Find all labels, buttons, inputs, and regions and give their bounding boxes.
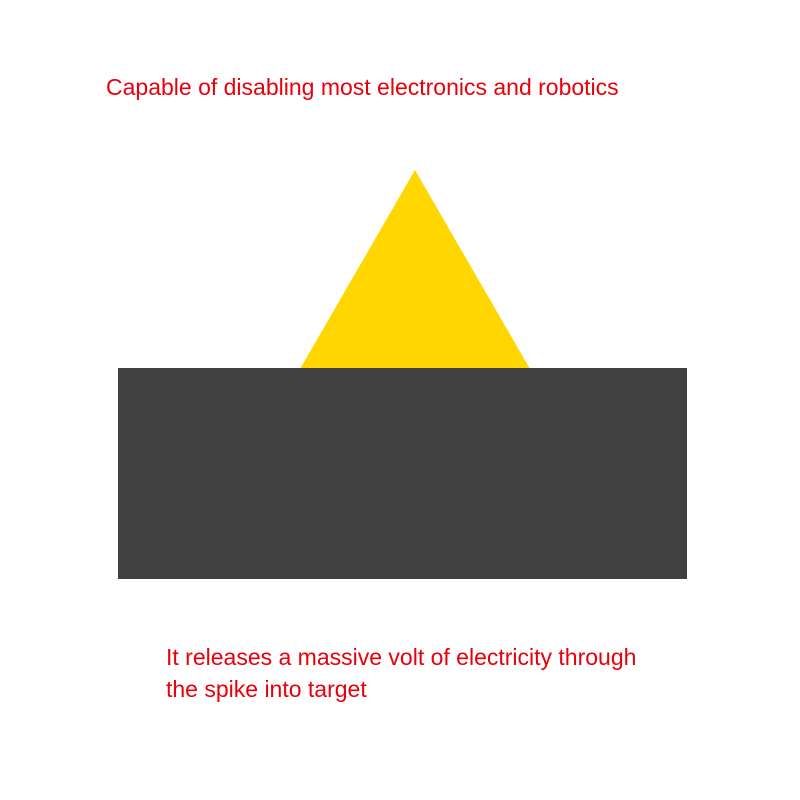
caption-mechanism-line-1: It releases a massive volt of electricit… [166, 644, 637, 670]
caption-mechanism: It releases a massive volt of electricit… [166, 641, 636, 705]
device-body-rectangle [118, 368, 687, 579]
caption-mechanism-line-2: the spike into target [166, 676, 367, 702]
caption-capability: Capable of disabling most electronics an… [106, 74, 619, 100]
spike-triangle [300, 170, 530, 369]
